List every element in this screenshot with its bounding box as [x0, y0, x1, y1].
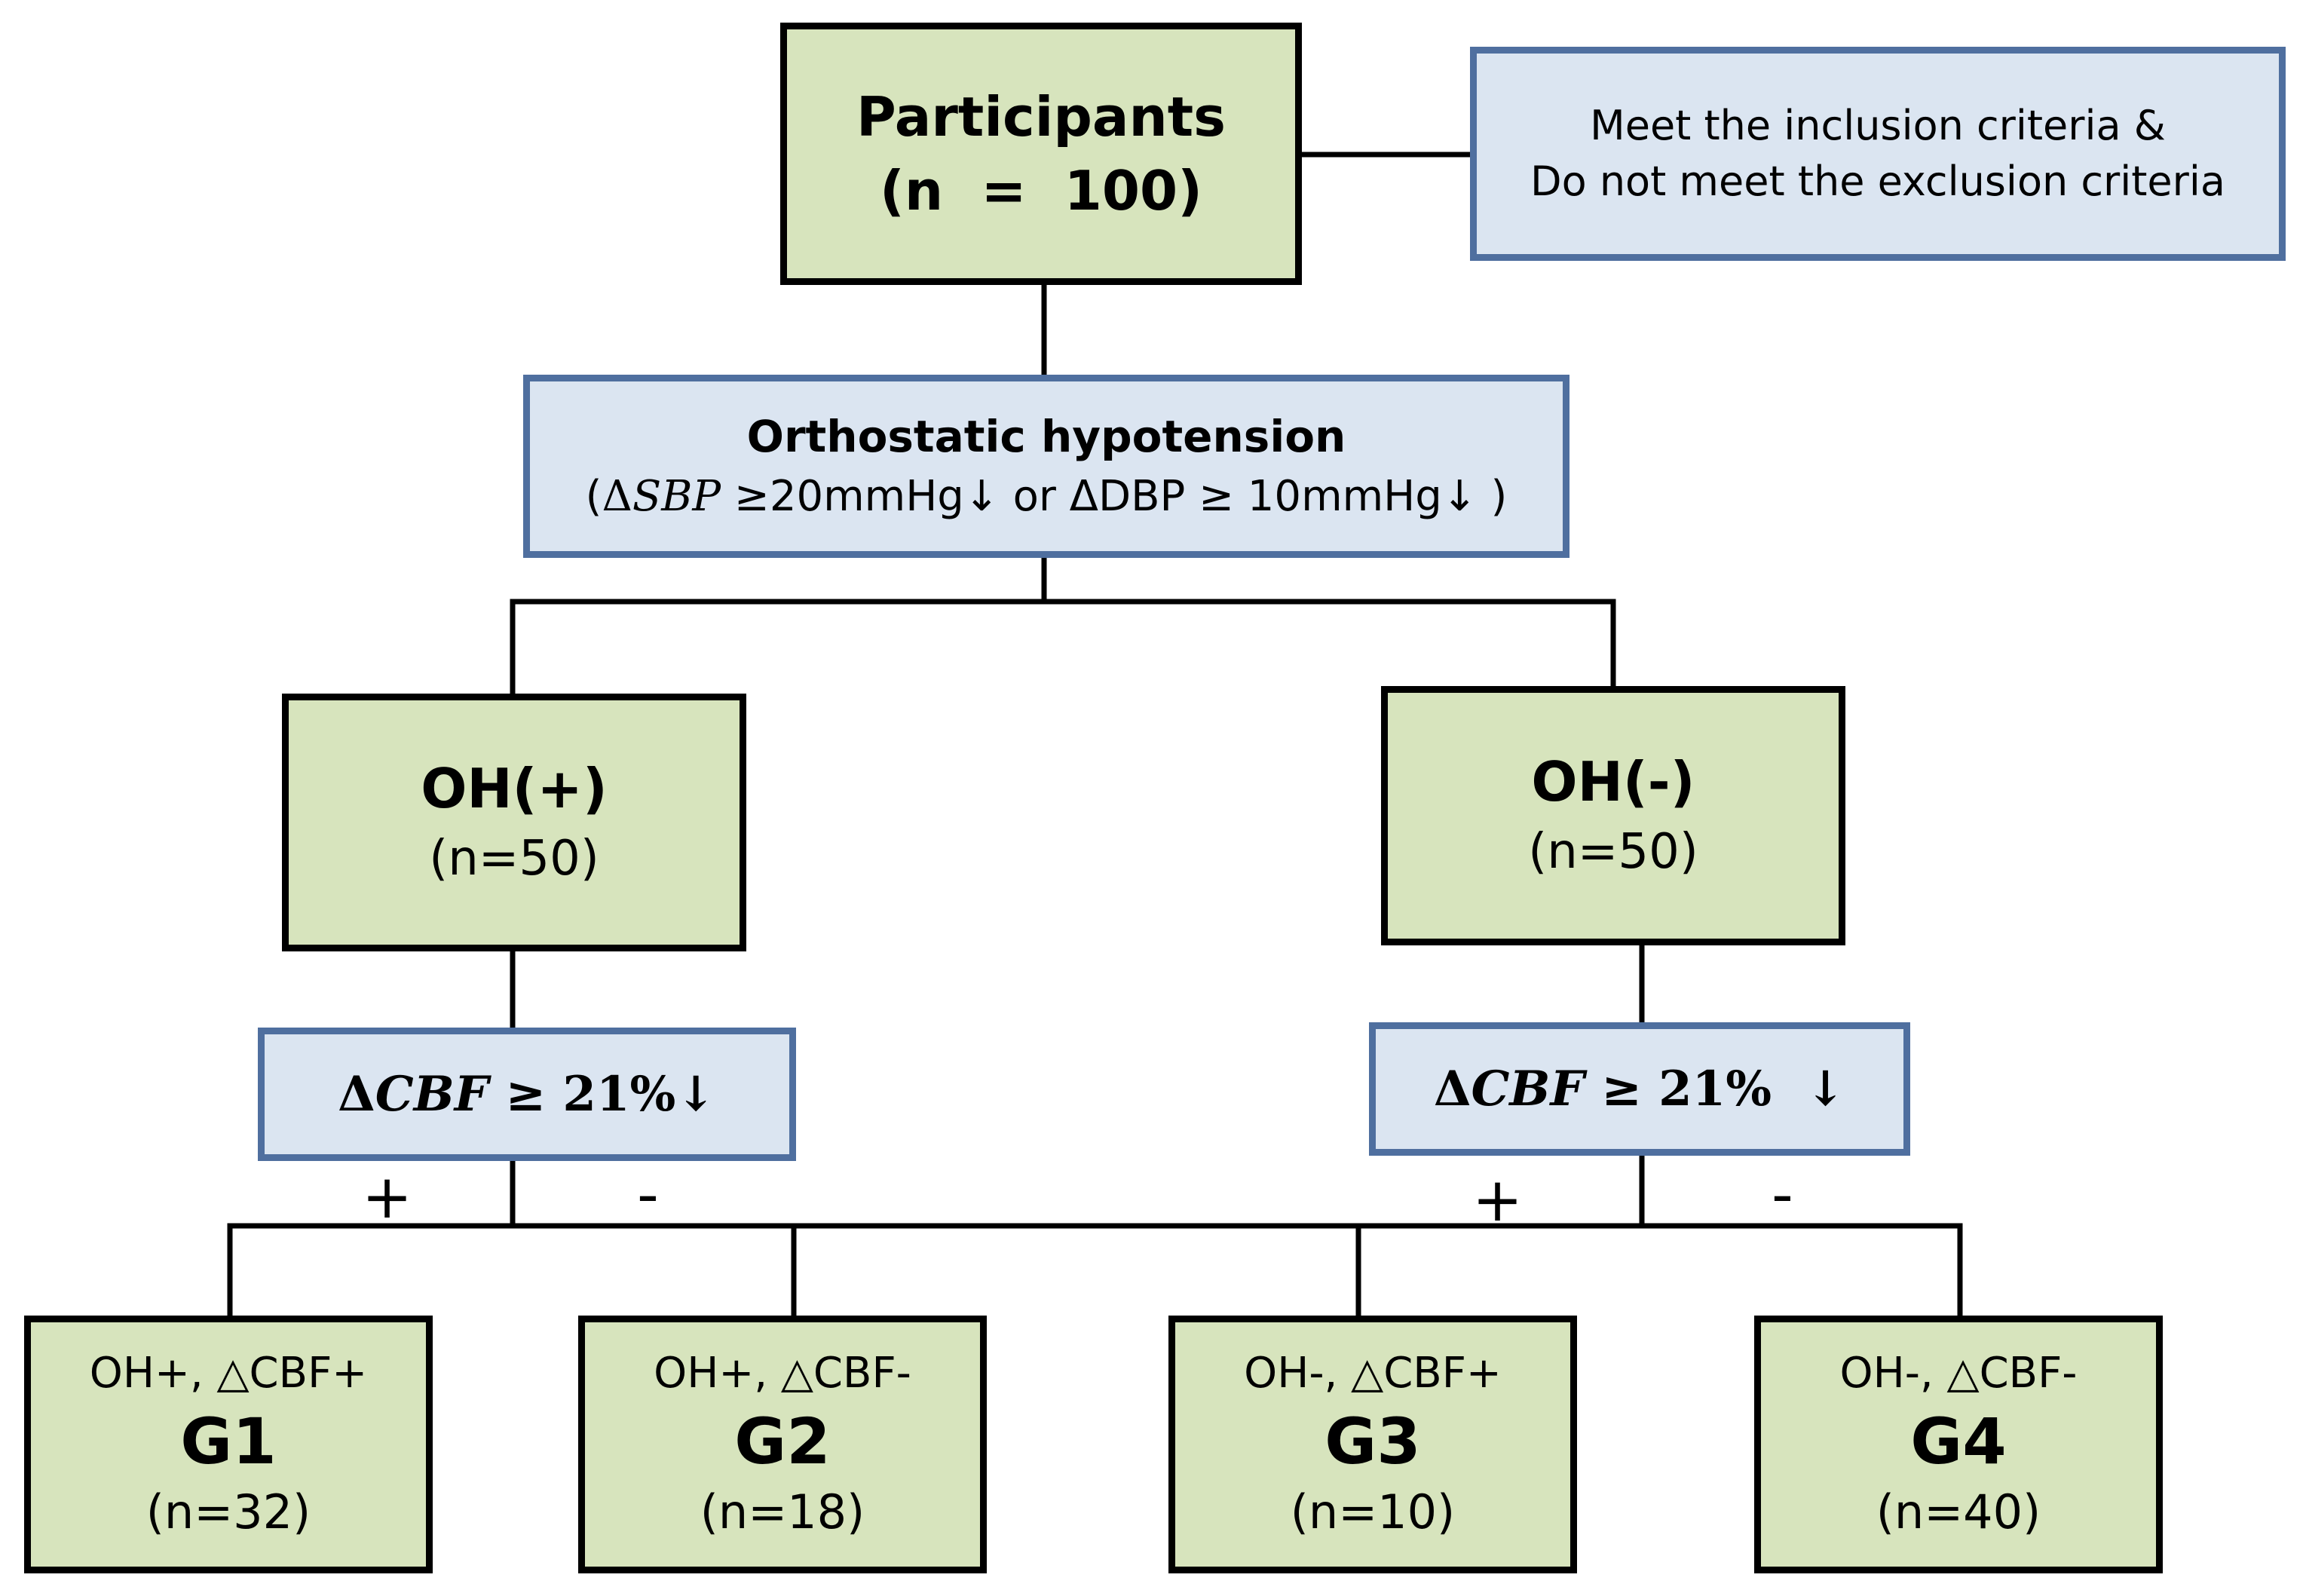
group-g4-box: OH-, △CBF- G4 (n=40) [1754, 1316, 2163, 1573]
criteria-line2: Do not meet the exclusion criteria [1530, 158, 2225, 205]
oh-negative-count: (n=50) [1528, 824, 1698, 880]
branch-minus-right: - [1772, 1159, 1793, 1230]
cbf-test-left-condition: ΔCBF ≥ 21%↓ [338, 1061, 716, 1129]
oh-test-open: ( [585, 471, 602, 521]
branch-plus-right: + [1472, 1165, 1524, 1235]
cbf-right-delta: Δ [1433, 1060, 1471, 1117]
criteria-box: Meet the inclusion criteria & Do not mee… [1470, 47, 2286, 261]
oh-negative-label: OH(-) [1531, 750, 1695, 813]
group-g2-box: OH+, △CBF- G2 (n=18) [578, 1316, 987, 1573]
cbf-right-var: CBF [1471, 1060, 1585, 1117]
group-g2-name: G2 [734, 1405, 831, 1478]
group-g1-count: (n=32) [145, 1484, 311, 1539]
oh-negative-box: OH(-) (n=50) [1381, 686, 1845, 945]
oh-test-delta: Δ [602, 471, 632, 521]
group-g3-name: G3 [1324, 1405, 1421, 1478]
group-g4-name: G4 [1910, 1405, 2007, 1478]
participants-count: (n = 100) [880, 159, 1202, 222]
cbf-left-cond: ≥ 21%↓ [488, 1065, 716, 1123]
criteria-line1: Meet the inclusion criteria & [1590, 102, 2166, 149]
oh-test-title: Orthostatic hypotension [746, 410, 1346, 462]
oh-positive-label: OH(+) [421, 757, 608, 820]
group-g4-count: (n=40) [1876, 1484, 2041, 1539]
group-g2-count: (n=18) [700, 1484, 865, 1539]
oh-test-cond2: ≥ 10mmHg↓ ) [1185, 471, 1508, 521]
branch-plus-left: + [362, 1162, 413, 1232]
oh-test-box: Orthostatic hypotension (ΔSBP ≥20mmHg↓ o… [523, 375, 1569, 558]
oh-test-condition: (ΔSBP ≥20mmHg↓ or ΔDBP ≥ 10mmHg↓ ) [586, 467, 1508, 527]
cbf-left-delta: Δ [338, 1065, 375, 1123]
cbf-right-cond: ≥ 21% ↓ [1584, 1060, 1846, 1117]
group-g3-count: (n=10) [1290, 1484, 1456, 1539]
group-g1-criteria: OH+, △CBF+ [89, 1349, 368, 1398]
participants-title: Participants [856, 85, 1226, 149]
oh-positive-box: OH(+) (n=50) [282, 694, 746, 951]
cbf-left-var: CBF [375, 1065, 489, 1123]
cbf-test-left-box: ΔCBF ≥ 21%↓ [258, 1028, 796, 1161]
cbf-test-right-box: ΔCBF ≥ 21% ↓ [1369, 1022, 1910, 1156]
branch-minus-left: - [637, 1159, 659, 1230]
oh-test-dbp: ΔDBP [1069, 471, 1186, 521]
participants-box: Participants (n = 100) [780, 23, 1302, 285]
group-g4-criteria: OH-, △CBF- [1839, 1349, 2078, 1398]
oh-test-sbp: SBP [632, 471, 721, 521]
oh-test-cond1: ≥20mmHg↓ or [721, 471, 1070, 521]
cbf-test-right-condition: ΔCBF ≥ 21% ↓ [1434, 1055, 1845, 1123]
group-g3-box: OH-, △CBF+ G3 (n=10) [1168, 1316, 1577, 1573]
group-g3-criteria: OH-, △CBF+ [1244, 1349, 1502, 1398]
group-g2-criteria: OH+, △CBF- [654, 1349, 911, 1398]
group-g1-box: OH+, △CBF+ G1 (n=32) [24, 1316, 433, 1573]
group-g1-name: G1 [180, 1405, 277, 1478]
oh-positive-count: (n=50) [429, 831, 599, 887]
